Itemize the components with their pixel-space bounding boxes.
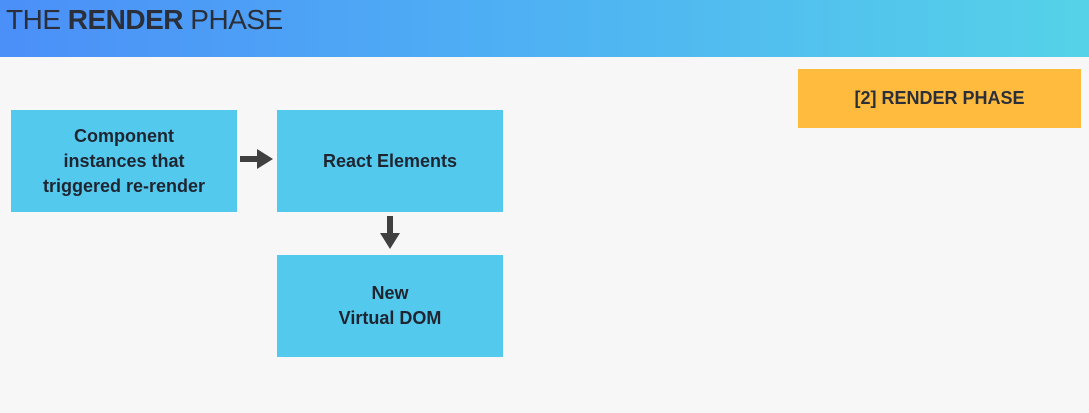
phase-badge: [2] RENDER PHASE bbox=[798, 69, 1081, 128]
header-bar: THE RENDER PHASE bbox=[0, 0, 1089, 57]
component-instances-box: Component instances that triggered re-re… bbox=[11, 110, 237, 212]
component-instances-label: Component instances that triggered re-re… bbox=[42, 125, 206, 196]
react-elements-box: React Elements bbox=[277, 110, 503, 212]
arrow-right-icon bbox=[240, 149, 273, 169]
title-suffix: PHASE bbox=[183, 4, 283, 35]
page-title: THE RENDER PHASE bbox=[6, 4, 283, 36]
title-bold: RENDER bbox=[67, 4, 184, 35]
virtual-dom-box: New Virtual DOM bbox=[277, 255, 503, 357]
virtual-dom-label: New Virtual DOM bbox=[338, 283, 442, 328]
react-elements-label: React Elements bbox=[322, 150, 458, 171]
arrow-down-icon bbox=[380, 216, 400, 249]
phase-badge-label: [2] RENDER PHASE bbox=[854, 88, 1025, 108]
title-prefix: THE bbox=[6, 4, 68, 35]
